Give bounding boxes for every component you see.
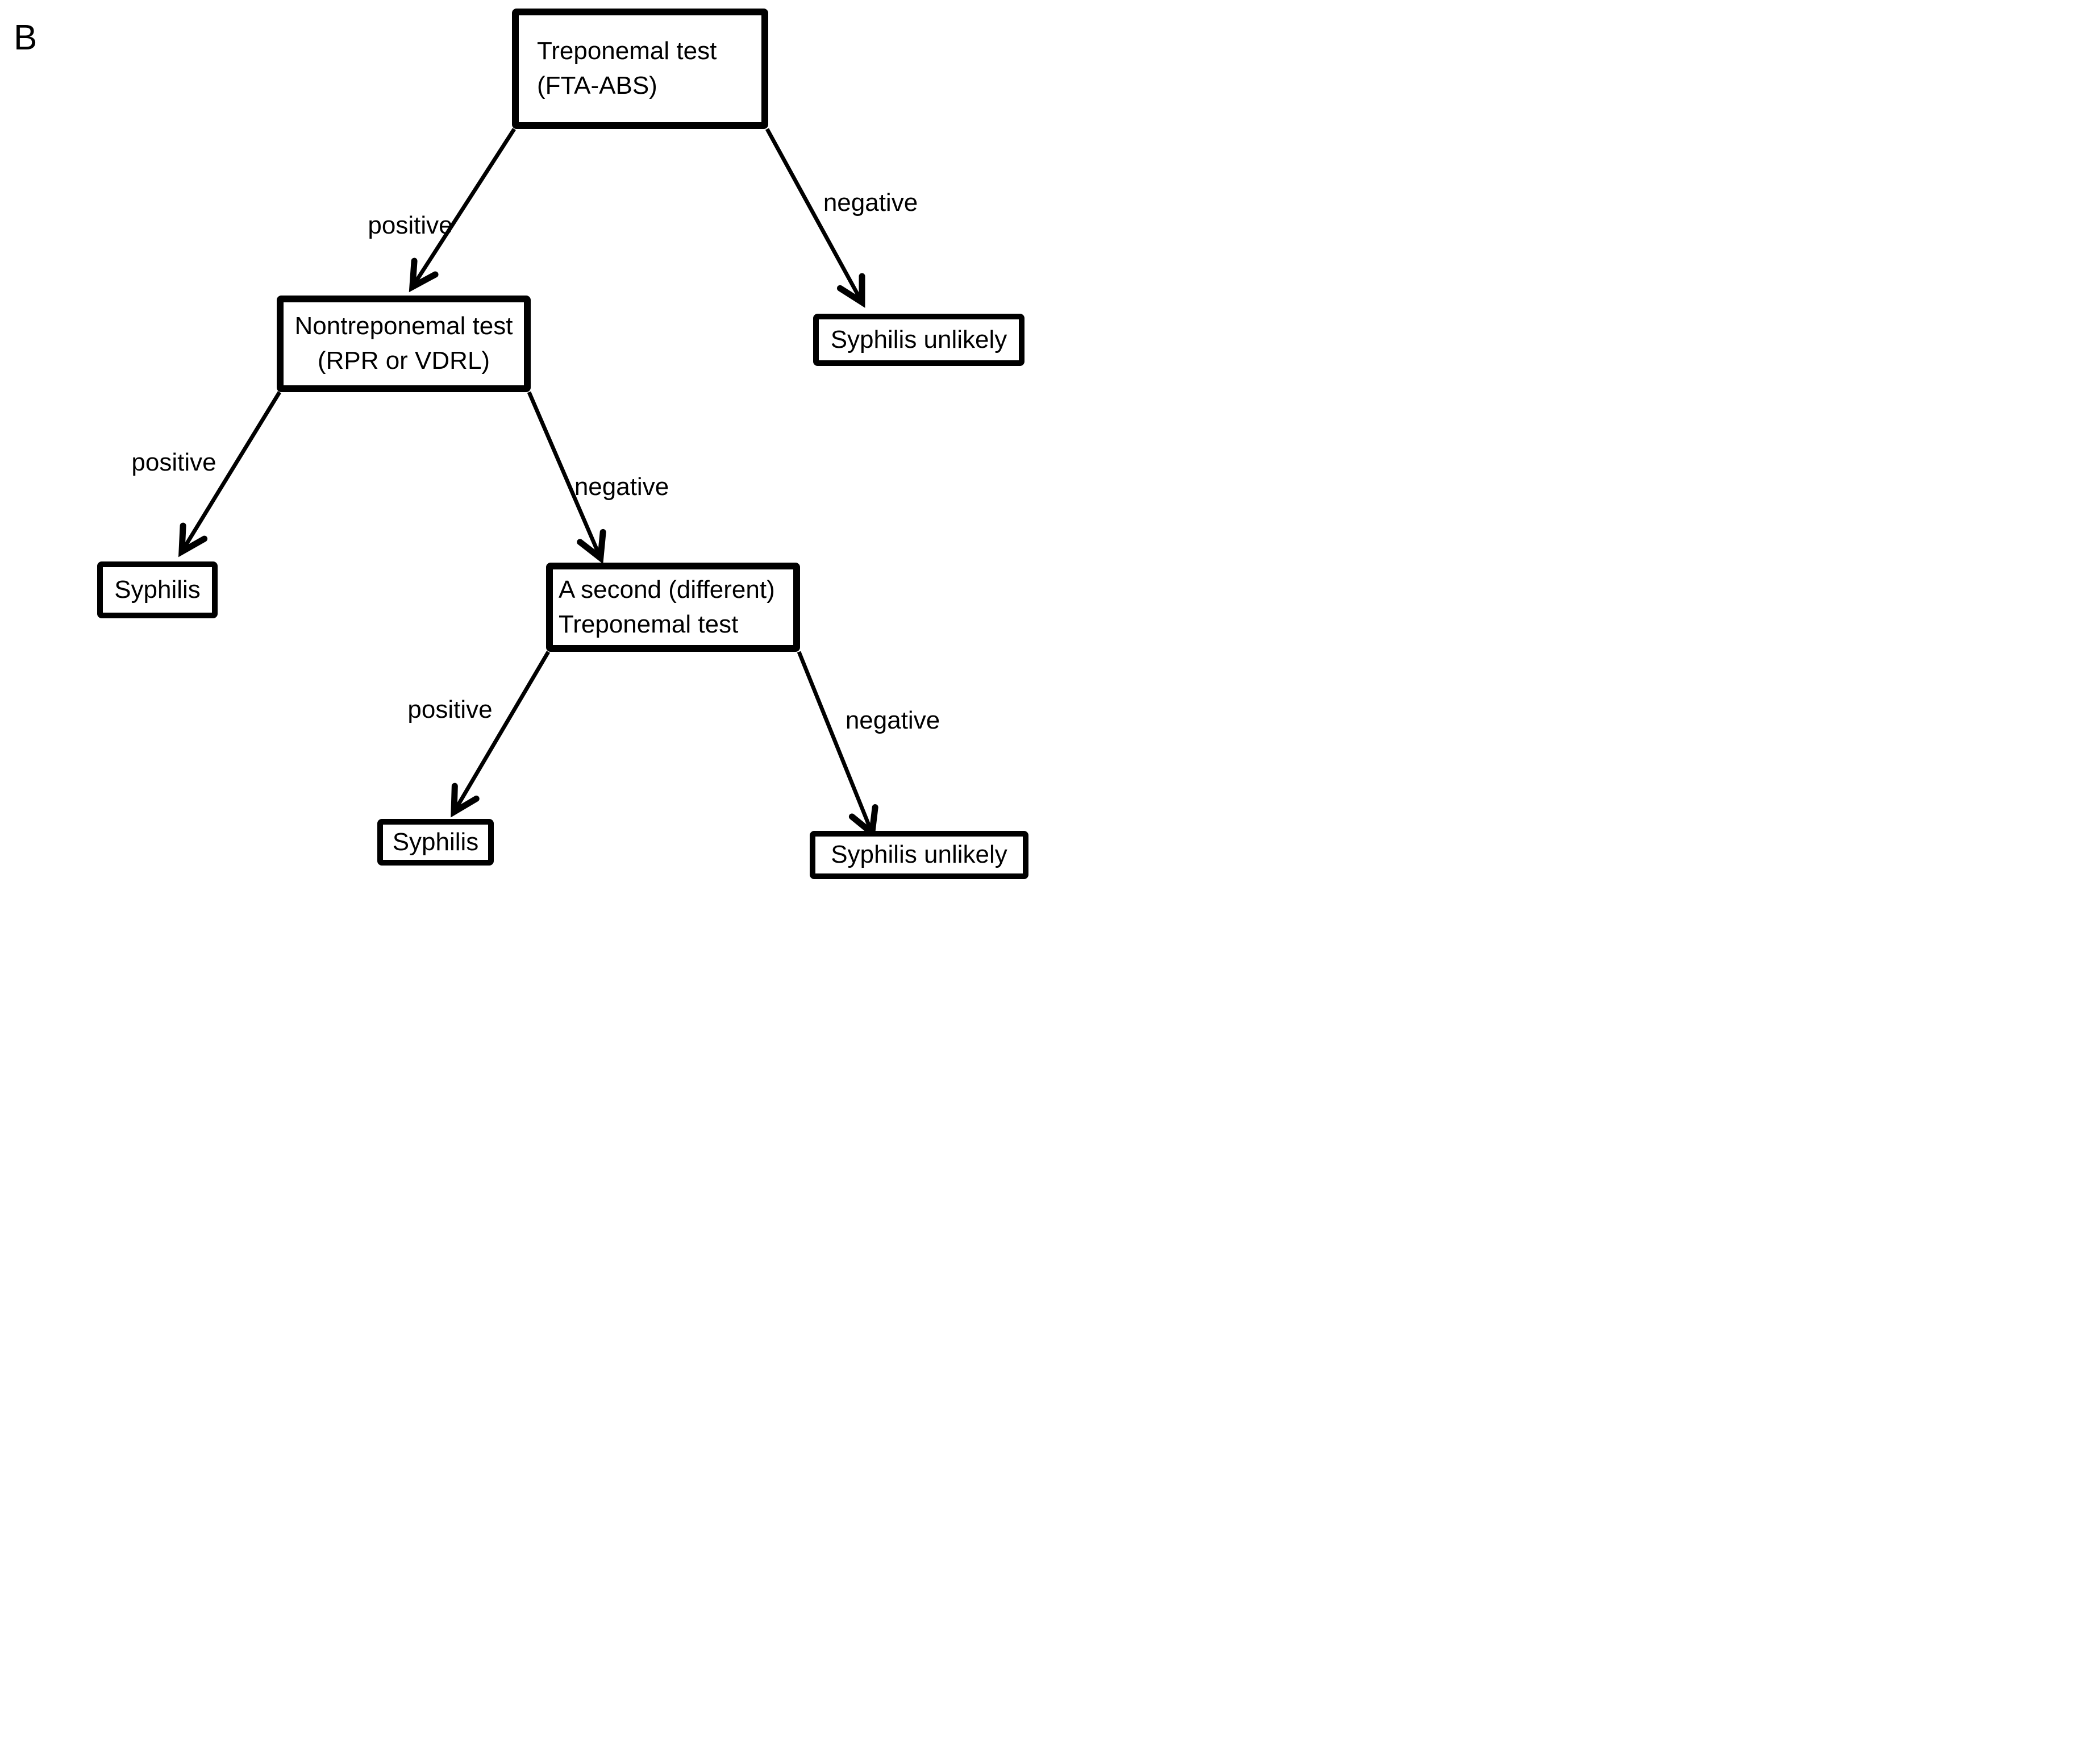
- node-syphilis-left: Syphilis: [97, 561, 218, 618]
- node-text-line: Treponemal test: [537, 37, 717, 65]
- arrow-treponemal-to-syphilis-unlikely-top: [765, 128, 865, 308]
- node-text-line: (RPR or VDRL): [317, 347, 490, 375]
- node-syphilis-bottom: Syphilis: [377, 819, 494, 866]
- edge-label-negative-2: negative: [574, 473, 669, 501]
- edge-label-negative-3: negative: [845, 706, 940, 734]
- edge-label-negative-1: negative: [823, 189, 918, 217]
- node-text-line: Treponemal test: [559, 610, 739, 638]
- node-treponemal-test: Treponemal test (FTA-ABS): [512, 9, 768, 129]
- arrow-nontreponemal-to-second-treponemal: [527, 391, 606, 564]
- node-text-line: Syphilis unlikely: [830, 325, 1007, 353]
- node-second-treponemal-test: A second (different) Treponemal test: [546, 563, 800, 652]
- node-text-line: Syphilis: [114, 575, 201, 604]
- arrow-second-treponemal-to-syphilis-unlikely-bottom: [797, 651, 878, 839]
- node-text-line: Syphilis unlikely: [831, 841, 1007, 869]
- arrow-nontreponemal-to-syphilis-left: [178, 391, 281, 558]
- node-syphilis-unlikely-top: Syphilis unlikely: [813, 314, 1024, 366]
- edge-label-positive-2: positive: [131, 448, 216, 476]
- node-nontreponemal-test: Nontreponemal test (RPR or VDRL): [277, 296, 531, 392]
- node-text-line: A second (different): [559, 575, 775, 604]
- panel-letter-label: B: [14, 18, 38, 57]
- node-text-line: Syphilis: [392, 827, 479, 856]
- flowchart-panel-b: B Treponemal test (FTA-ABS) Nontreponema…: [0, 0, 1037, 882]
- edge-label-positive-3: positive: [407, 696, 493, 723]
- flow-arrows-layer: [178, 128, 878, 839]
- arrow-treponemal-to-nontreponemal: [409, 128, 516, 293]
- node-syphilis-unlikely-bottom: Syphilis unlikely: [810, 831, 1028, 879]
- node-text-line: Nontreponemal test: [294, 312, 513, 340]
- edge-label-positive-1: positive: [368, 211, 453, 239]
- arrow-second-treponemal-to-syphilis-bottom: [451, 651, 551, 818]
- node-text-line: (FTA-ABS): [537, 72, 657, 99]
